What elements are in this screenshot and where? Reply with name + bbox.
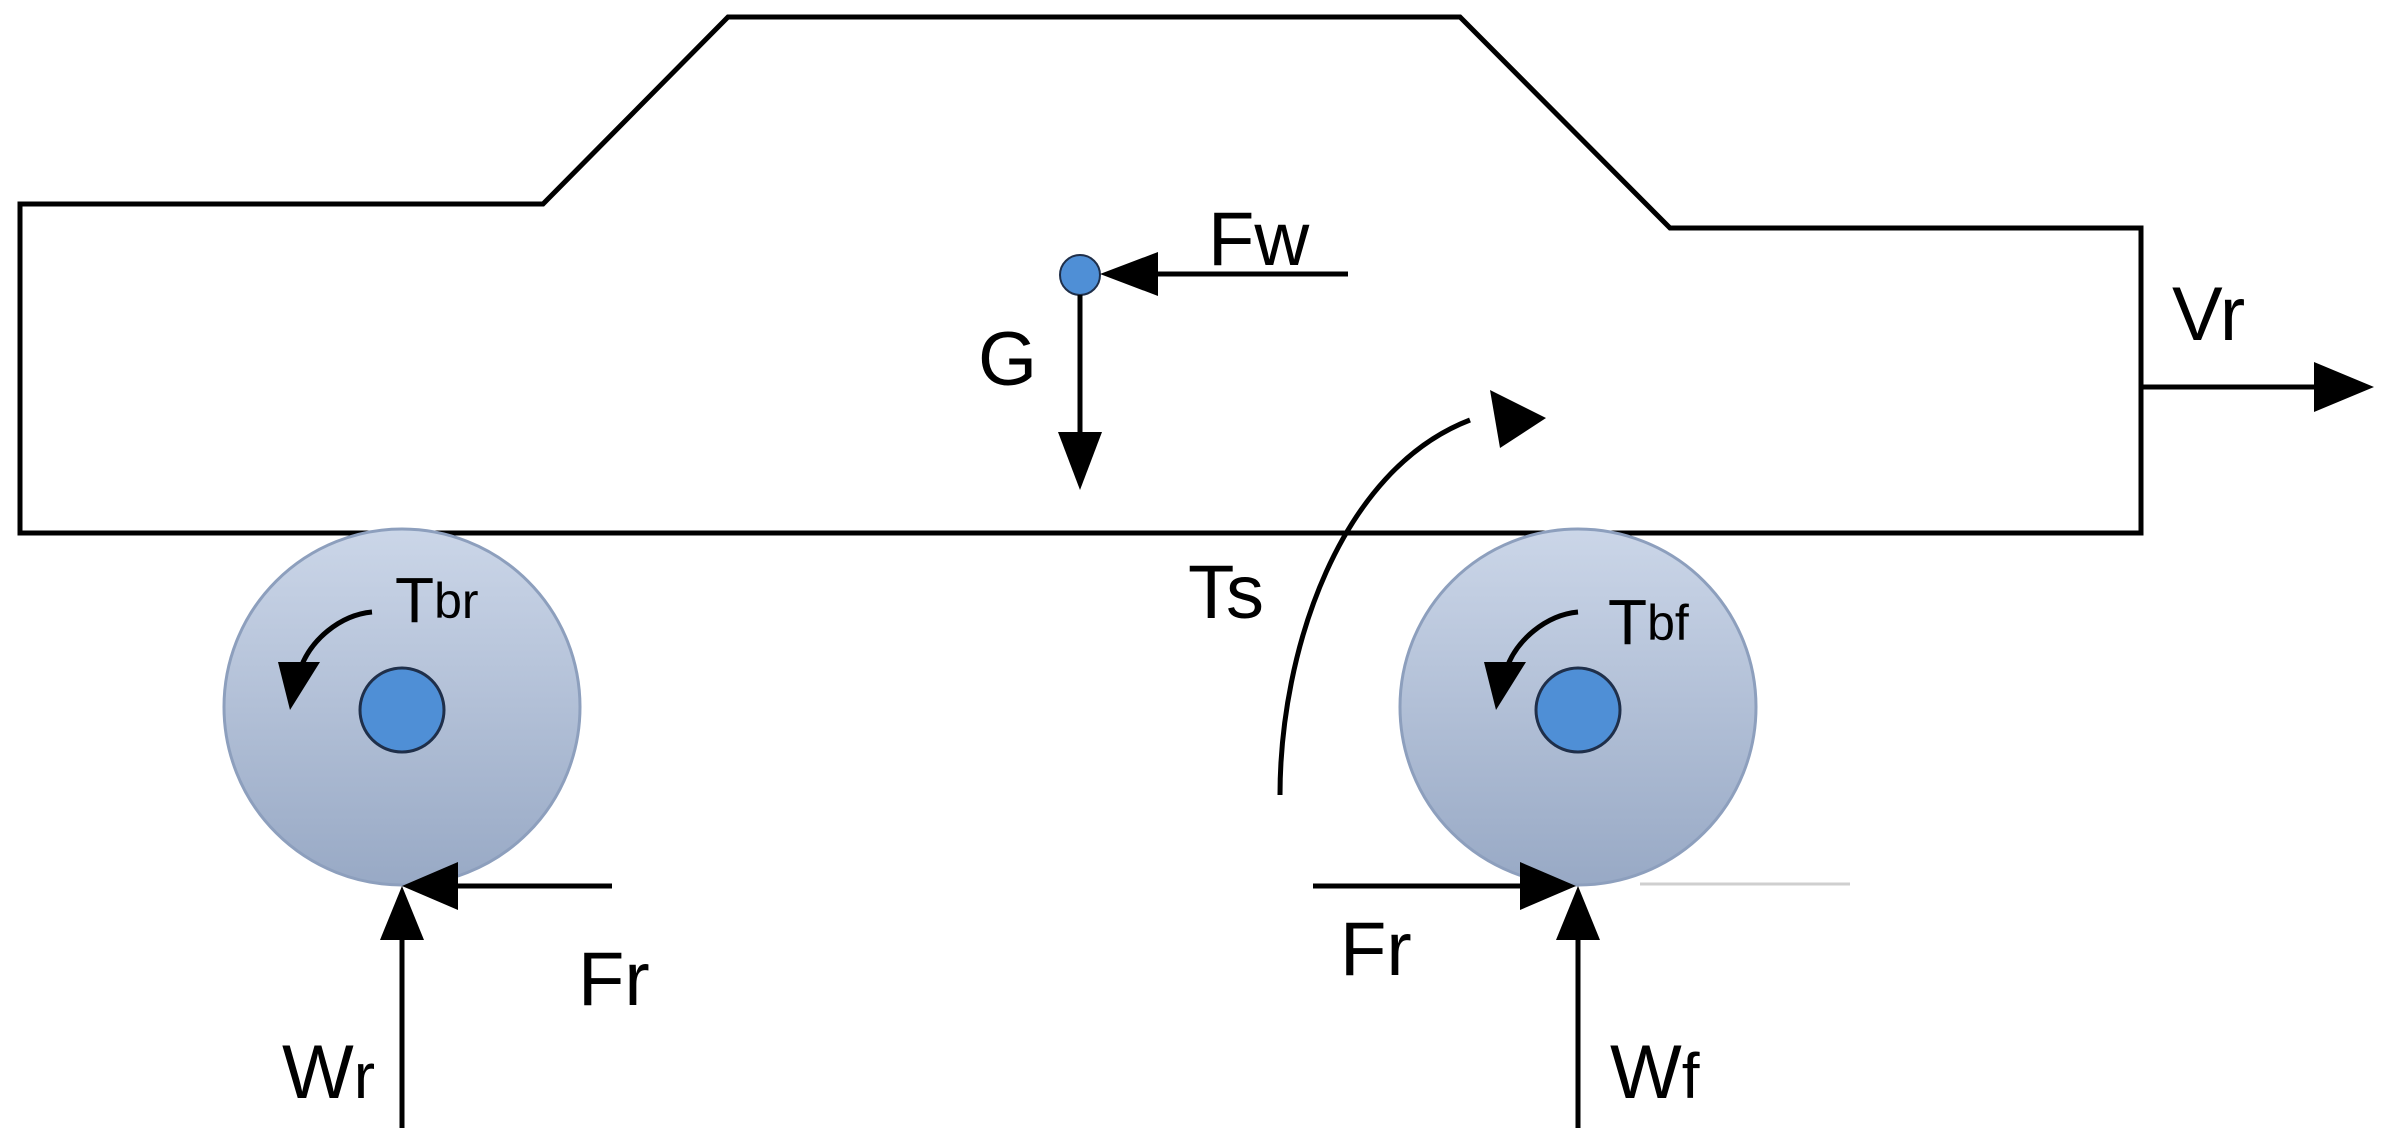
rear-brake-torque-arrow	[278, 609, 373, 710]
rear-friction-arrow	[402, 862, 612, 910]
velocity-label: Vr	[2172, 272, 2245, 357]
velocity-arrow	[2141, 362, 2374, 412]
steering-torque-label: Ts	[1188, 550, 1264, 635]
rear-friction-label: Fr	[578, 937, 650, 1022]
center-of-gravity-dot	[1059, 254, 1101, 296]
front-brake-torque-label: Tbf	[1608, 586, 1689, 658]
rear-wheel-hub	[358, 666, 446, 754]
wind-force-label: Fw	[1208, 197, 1310, 282]
front-load-label: Wf	[1610, 1030, 1700, 1115]
front-wheel-hub	[1534, 666, 1622, 754]
car-body-outline	[17, 14, 2144, 536]
rear-load-label: Wr	[282, 1030, 375, 1115]
wind-force-arrow	[1100, 252, 1348, 296]
front-friction-label: Fr	[1340, 907, 1412, 992]
steering-torque-arrow	[1277, 390, 1546, 796]
front-friction-arrow	[1313, 862, 1576, 910]
front-load-arrow	[1556, 886, 1600, 1128]
front-brake-torque-arrow	[1484, 609, 1579, 710]
gravity-arrow	[1058, 295, 1102, 490]
rear-load-arrow	[380, 886, 424, 1128]
rear-brake-torque-label: Tbr	[395, 564, 479, 636]
rear-wheel	[222, 527, 582, 887]
front-wheel	[1398, 527, 1758, 887]
gravity-label: G	[978, 317, 1037, 402]
